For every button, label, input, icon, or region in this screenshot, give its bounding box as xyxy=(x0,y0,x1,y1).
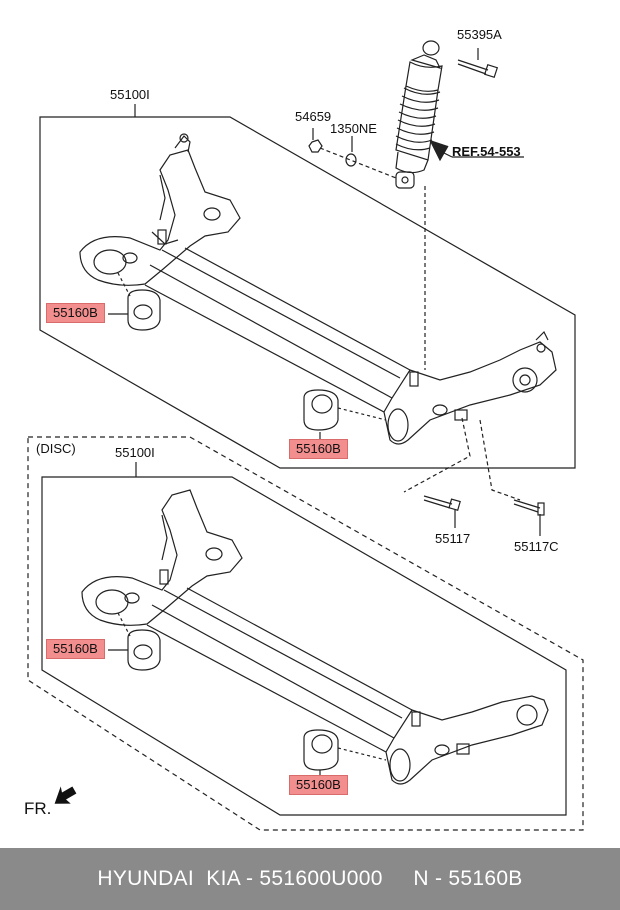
label-55395a: 55395A xyxy=(457,27,502,42)
label-54659: 54659 xyxy=(295,109,332,124)
label-disc: (DISC) xyxy=(36,441,76,456)
top-assembly-frame xyxy=(39,116,576,469)
bolt-55395a-graphic xyxy=(457,59,499,79)
label-55160b-top-left[interactable]: 55160B xyxy=(46,303,105,323)
label-55160b-bottom-left[interactable]: 55160B xyxy=(46,639,105,659)
label-ref-54-553: REF.54-553 xyxy=(452,144,521,159)
nut-54659-graphic xyxy=(308,139,323,153)
disc-dashed-frame xyxy=(27,436,584,831)
label-55100i-bottom: 55100I xyxy=(115,445,155,460)
footer-text: HYUNDAI KIA - 551600U000 N - 55160B xyxy=(97,867,523,890)
label-55160b-top-right[interactable]: 55160B xyxy=(289,439,348,459)
bottom-axle-beam xyxy=(81,489,549,785)
label-55117: 55117 xyxy=(435,531,471,546)
bottom-assembly-frame xyxy=(41,476,567,816)
top-axle-beam xyxy=(79,133,557,445)
shock-absorber xyxy=(395,40,443,189)
label-55117c: 55117C xyxy=(514,539,559,554)
bottom-bushing-right xyxy=(303,729,339,771)
label-1350ne: 1350NE xyxy=(330,121,377,136)
bolt-55117-graphic xyxy=(423,495,461,511)
parts-diagram xyxy=(27,40,584,831)
bolt-55117c-graphic xyxy=(513,499,545,516)
label-55160b-bottom-right[interactable]: 55160B xyxy=(289,775,348,795)
bottom-bushing-left xyxy=(127,629,161,671)
top-bushing-left xyxy=(127,289,161,331)
label-55100i-top: 55100I xyxy=(110,87,150,102)
part-number-footer: HYUNDAI KIA - 551600U000 N - 55160B xyxy=(0,848,620,910)
fr-arrow-icon xyxy=(54,786,77,804)
washer-1350ne-graphic xyxy=(345,153,357,167)
top-bushing-right xyxy=(303,389,339,431)
label-fr: FR. xyxy=(24,799,52,818)
